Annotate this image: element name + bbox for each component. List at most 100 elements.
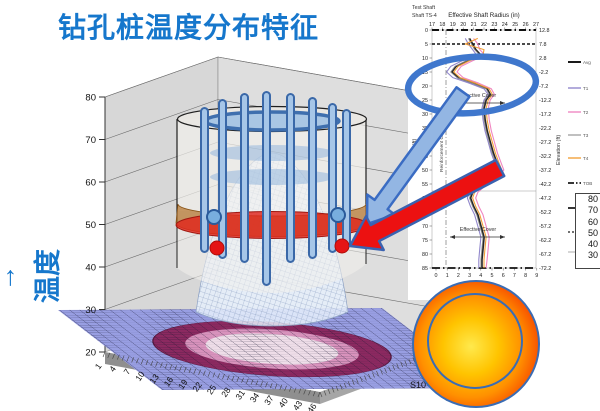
chart-line bbox=[179, 366, 182, 372]
tick-label: -42.2 bbox=[539, 182, 551, 188]
chart-line bbox=[255, 380, 259, 386]
chart-line bbox=[140, 358, 144, 365]
chart-line bbox=[193, 368, 197, 375]
tick-label: 25 bbox=[422, 98, 428, 104]
chart-line bbox=[236, 376, 240, 383]
chart-line bbox=[260, 381, 263, 387]
chart-line bbox=[360, 376, 363, 383]
legend-label-T1: T1 bbox=[583, 86, 589, 91]
shaft-profile-inset-chart: Test Shaft Shaft TS-4 Effective Shaft Ra… bbox=[408, 0, 600, 300]
surface-mesh bbox=[58, 307, 486, 391]
tick-label: 50 bbox=[85, 220, 96, 231]
tick-label: 18 bbox=[439, 22, 445, 28]
chart-line bbox=[145, 359, 149, 366]
inset-header-1: Test Shaft bbox=[412, 5, 436, 11]
chart-line bbox=[102, 351, 106, 358]
scale-value: 40 bbox=[587, 239, 598, 250]
chart-line bbox=[112, 353, 115, 359]
chart-line bbox=[289, 386, 292, 392]
chart-line bbox=[246, 378, 249, 384]
tick-label: 0 bbox=[435, 273, 438, 279]
legend-label-TOB: TOB bbox=[583, 181, 592, 186]
tick-label: 80 bbox=[422, 252, 428, 258]
depth-axis-label: Depth (ft) bbox=[412, 139, 418, 162]
chart-line bbox=[274, 383, 278, 390]
profile-curve-T4 bbox=[453, 37, 503, 268]
tick-label: 10 bbox=[422, 56, 428, 62]
tick-label: 27 bbox=[533, 22, 539, 28]
chart-line bbox=[319, 391, 323, 398]
chart-line bbox=[327, 388, 331, 395]
tick-label: S10 bbox=[410, 380, 426, 390]
chart-line bbox=[368, 373, 371, 380]
chart-line bbox=[160, 362, 163, 368]
chart-line bbox=[293, 387, 297, 393]
tick-label: 24 bbox=[502, 22, 508, 28]
legend-label-T2: T2 bbox=[583, 110, 589, 115]
tick-label: 26 bbox=[523, 22, 529, 28]
tick-label: 1 bbox=[93, 361, 104, 371]
chart-line bbox=[121, 355, 125, 361]
axis-tick-combs bbox=[102, 349, 436, 398]
chart-line bbox=[380, 369, 383, 375]
scale-value: 60 bbox=[587, 216, 598, 227]
tick-label: 55 bbox=[422, 182, 428, 188]
chart-line bbox=[323, 390, 327, 396]
tick-label: -37.2 bbox=[539, 168, 551, 174]
tick-label: -57.2 bbox=[539, 224, 551, 230]
chart-line bbox=[384, 367, 387, 374]
chart-line bbox=[212, 372, 216, 378]
tick-label: 4 bbox=[107, 364, 118, 374]
tick-label: -67.2 bbox=[539, 252, 551, 258]
tick-label: 23 bbox=[491, 22, 497, 28]
chart-line bbox=[404, 360, 408, 366]
tick-label: 8 bbox=[524, 273, 527, 279]
tick-label: 65 bbox=[422, 210, 428, 216]
tick-label: 30 bbox=[85, 305, 96, 316]
tick-label: -72.2 bbox=[539, 266, 551, 272]
scale-value: 50 bbox=[587, 227, 598, 238]
tick-label: 2 bbox=[457, 273, 460, 279]
legend-label-Avg: Avg bbox=[583, 60, 591, 65]
tick-label: 0 bbox=[425, 28, 428, 34]
chart-line bbox=[150, 360, 154, 367]
tick-label: -7.2 bbox=[539, 84, 548, 90]
tick-label: 46 bbox=[305, 401, 319, 411]
chart-line bbox=[396, 363, 399, 369]
tick-label: 5 bbox=[491, 273, 494, 279]
tick-label: 6 bbox=[502, 273, 505, 279]
chart-line bbox=[188, 367, 192, 374]
chart-line bbox=[372, 372, 375, 378]
chart-line bbox=[388, 366, 391, 372]
chart-line bbox=[392, 364, 395, 371]
chart-line bbox=[265, 382, 268, 388]
chart-line bbox=[217, 373, 220, 379]
chart-line bbox=[136, 358, 139, 364]
inset-header-2: Shaft TS-4 bbox=[412, 13, 437, 19]
tick-label: 60 bbox=[422, 196, 428, 202]
blue-sensor-marker bbox=[330, 207, 346, 223]
tick-label: -47.2 bbox=[539, 196, 551, 202]
effective-cover-bottom-label: Effective Cover bbox=[460, 227, 497, 233]
tick-label: 2.8 bbox=[539, 56, 547, 62]
hot-cross-section-circle bbox=[412, 280, 540, 408]
tick-label: 40 bbox=[422, 140, 428, 146]
scale-value: 30 bbox=[587, 250, 598, 261]
legend-label-T4: T4 bbox=[583, 156, 589, 161]
chart-line bbox=[198, 369, 201, 375]
tick-label: 85 bbox=[422, 266, 428, 272]
chart-line bbox=[222, 374, 225, 380]
temperature-axis-label: ↑ 温度 bbox=[0, 248, 90, 304]
sensor-markers bbox=[206, 207, 350, 256]
tick-label: -22.2 bbox=[539, 126, 551, 132]
inset-title: Effective Shaft Radius (in) bbox=[448, 12, 519, 19]
chart-line bbox=[364, 375, 367, 381]
chart-line bbox=[400, 361, 403, 368]
elevation-axis-label: Elevation (ft) bbox=[556, 135, 562, 165]
scale-value: 70 bbox=[587, 205, 598, 216]
chart-line bbox=[303, 389, 306, 395]
chart-line bbox=[183, 366, 187, 373]
tick-label: 50 bbox=[422, 168, 428, 174]
